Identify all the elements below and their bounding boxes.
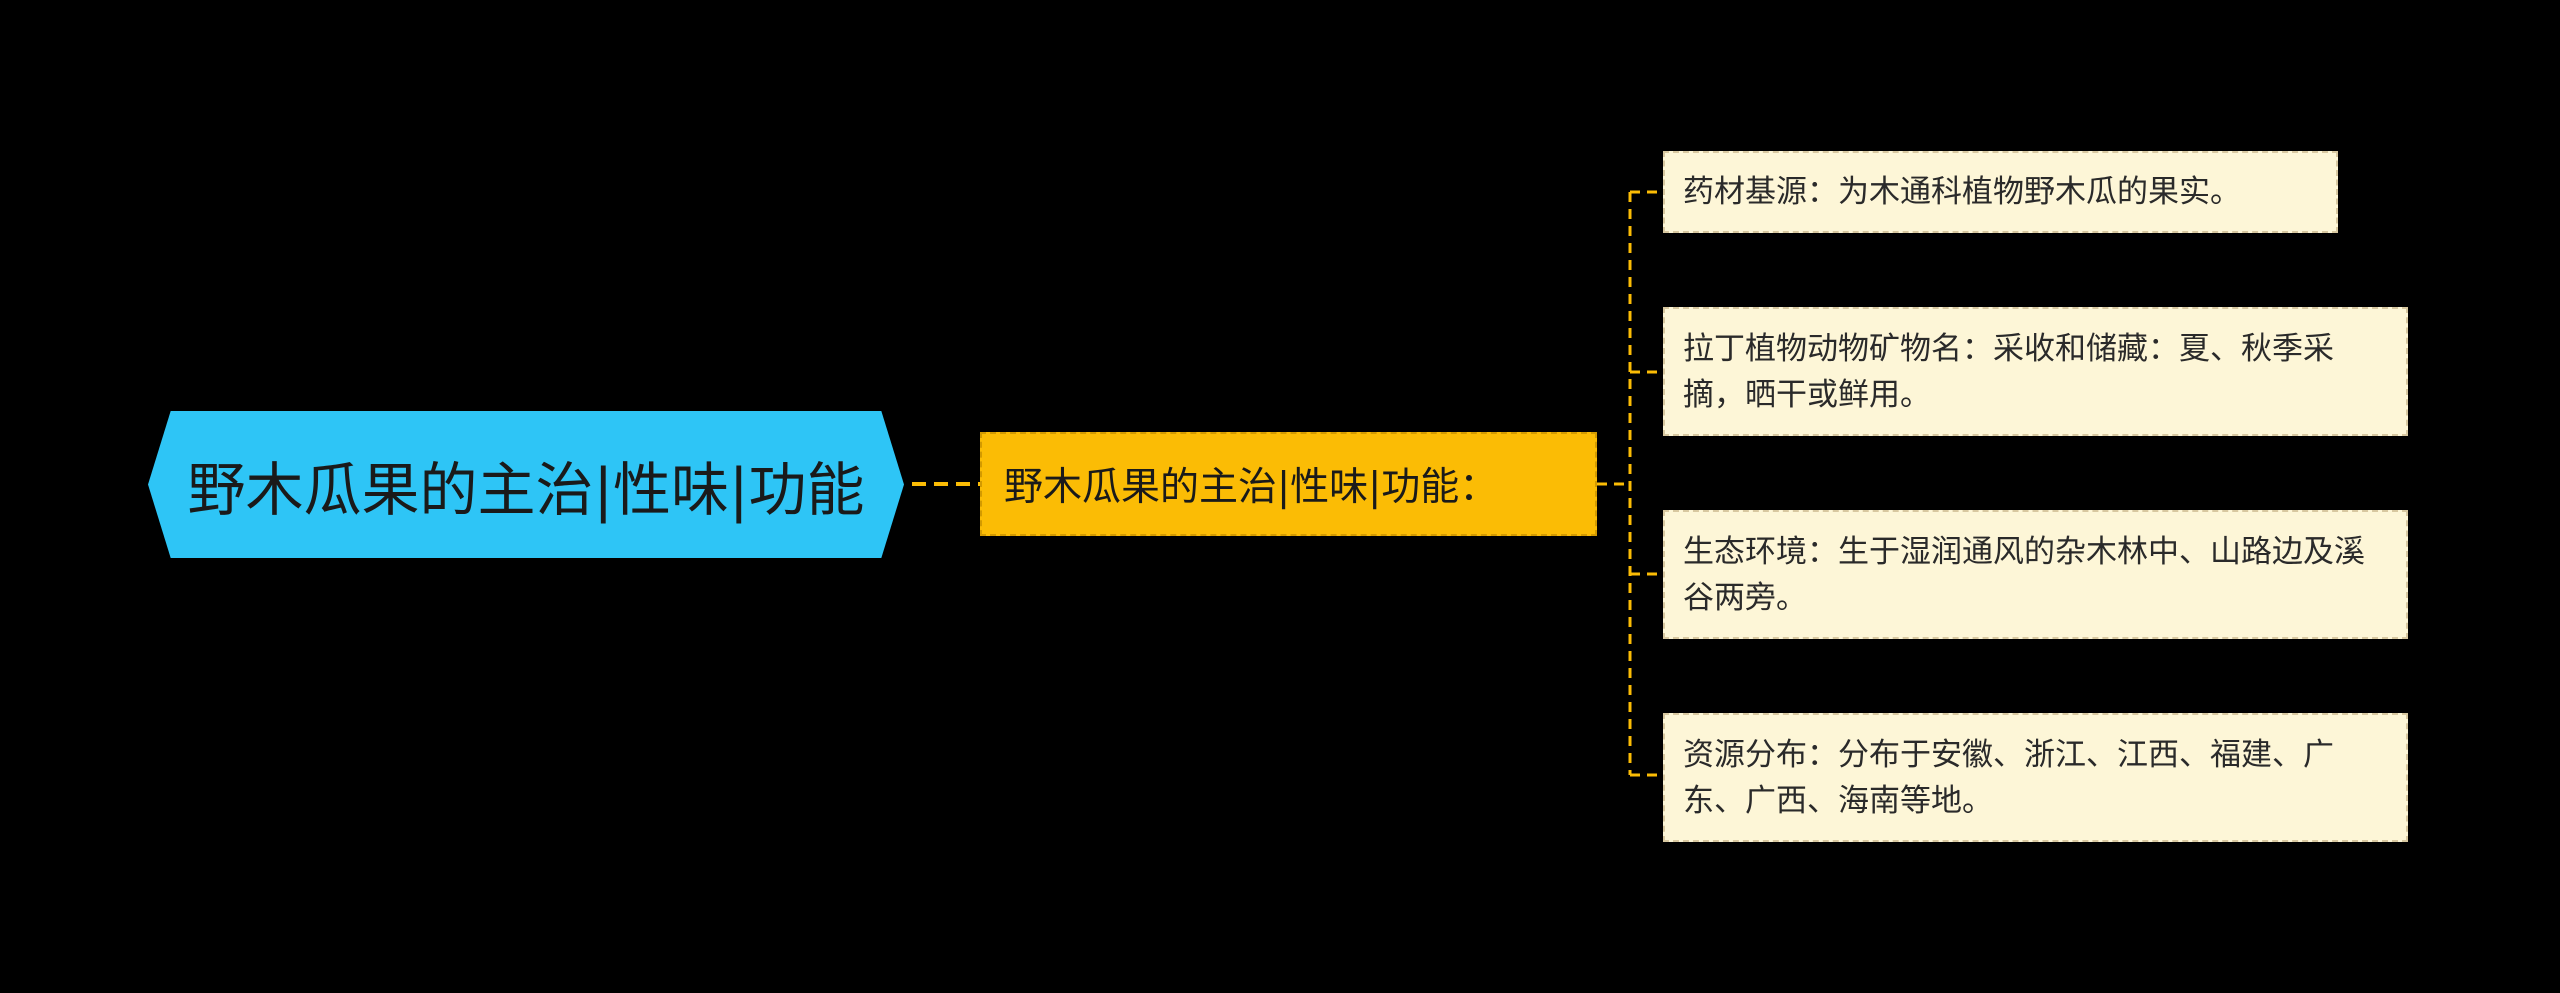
detail-node-latin-name[interactable]: 拉丁植物动物矿物名：采收和储藏：夏、秋季采摘，晒干或鲜用。 bbox=[1663, 307, 2408, 436]
root-node-label: 野木瓜果的主治|性味|功能 bbox=[187, 455, 865, 524]
detail-node-distribution[interactable]: 资源分布：分布于安徽、浙江、江西、福建、广东、广西、海南等地。 bbox=[1663, 713, 2408, 842]
topic-node-label: 野木瓜果的主治|性味|功能： bbox=[1004, 465, 1499, 510]
topic-node[interactable]: 野木瓜果的主治|性味|功能： bbox=[980, 432, 1597, 536]
detail-node-habitat[interactable]: 生态环境：生于湿润通风的杂木林中、山路边及溪谷两旁。 bbox=[1663, 510, 2408, 639]
root-node[interactable]: 野木瓜果的主治|性味|功能 bbox=[148, 411, 904, 558]
detail-node-label: 药材基源：为木通科植物野木瓜的果实。 bbox=[1683, 174, 2241, 210]
detail-node-label: 拉丁植物动物矿物名：采收和储藏：夏、秋季采摘，晒干或鲜用。 bbox=[1683, 331, 2334, 413]
detail-node-label: 资源分布：分布于安徽、浙江、江西、福建、广东、广西、海南等地。 bbox=[1683, 737, 2334, 819]
detail-node-label: 生态环境：生于湿润通风的杂木林中、山路边及溪谷两旁。 bbox=[1683, 534, 2365, 616]
detail-node-source[interactable]: 药材基源：为木通科植物野木瓜的果实。 bbox=[1663, 151, 2338, 233]
